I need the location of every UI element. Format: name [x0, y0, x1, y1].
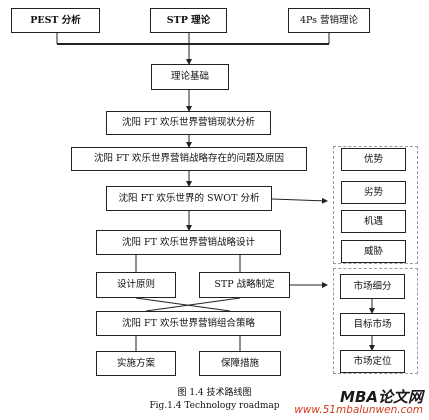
theory-base-box: 理论基础	[151, 64, 229, 90]
watermark-logo-text: MBA论文网	[340, 388, 423, 406]
opportunities-box: 机遇	[341, 210, 406, 233]
stp-strategy-box: STP 战略制定	[199, 272, 290, 298]
segmentation-box: 市场细分	[340, 274, 405, 299]
problems-box: 沈阳 FT 欢乐世界营销战略存在的问题及原因	[71, 147, 307, 171]
design-principle-box: 设计原则	[96, 272, 176, 298]
current-analysis-box: 沈阳 FT 欢乐世界营销现状分析	[106, 111, 271, 135]
fourps-theory-box: 4Ps 营销理论	[288, 8, 370, 33]
stp-theory-box: STP 理论	[150, 8, 227, 33]
combo-strategy-box: 沈阳 FT 欢乐世界营销组合策略	[96, 311, 281, 336]
positioning-box: 市场定位	[340, 350, 405, 373]
strengths-box: 优势	[341, 148, 406, 171]
threats-box: 威胁	[341, 240, 406, 263]
watermark-url: www.51mbalunwen.com	[294, 404, 423, 416]
implementation-plan-box: 实施方案	[96, 351, 176, 376]
safeguard-measures-box: 保障措施	[199, 351, 281, 376]
swot-analysis-box: 沈阳 FT 欢乐世界的 SWOT 分析	[106, 186, 272, 211]
targeting-box: 目标市场	[340, 313, 405, 336]
figure-caption-cn: 图 1.4 技术路线图	[177, 388, 252, 398]
figure-caption-en: Fig.1.4 Technology roadmap	[149, 401, 280, 411]
stp-group-frame	[333, 268, 418, 374]
weaknesses-box: 劣势	[341, 181, 406, 204]
pest-analysis-box: PEST 分析	[11, 8, 100, 33]
swot-group-frame	[333, 146, 418, 264]
strategy-design-box: 沈阳 FT 欢乐世界营销战略设计	[96, 230, 281, 255]
